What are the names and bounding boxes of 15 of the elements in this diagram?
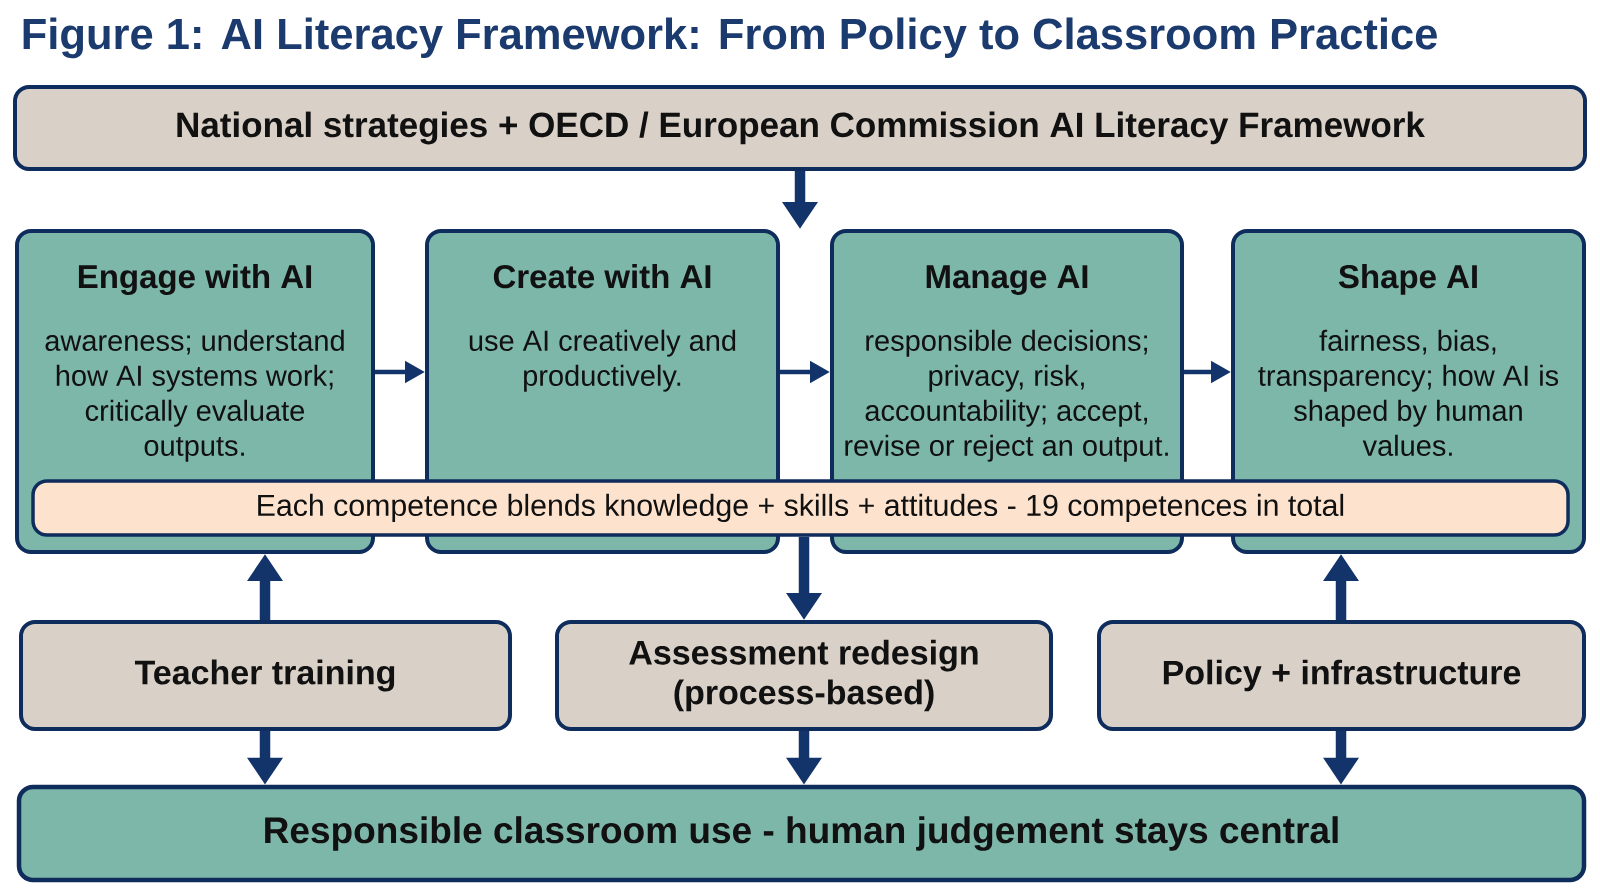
box-heading: Manage AI xyxy=(926,265,1088,295)
box-description: use AI creatively and productively. xyxy=(469,329,736,392)
box-description: fairness, bias, transparency; how AI is shaped by human values. xyxy=(1258,329,1559,456)
outcome-box: Responsible classroom use - human judgement stays central xyxy=(16,784,1587,883)
competence-band: Each competence blends knowledge + skills + attitudes - 19 competences in total xyxy=(31,479,1570,537)
support-box: Teacher training xyxy=(19,620,512,731)
support-box: Assessment redesign (process-based) xyxy=(555,620,1053,731)
box-description: responsible decisions; privacy, risk, accountability; accept, revise or reject an output. xyxy=(845,329,1168,462)
support-box: Policy + infrastructure xyxy=(1097,620,1586,731)
box-heading: Shape AI xyxy=(1338,264,1477,295)
framework-box: National strategies + OECD / European Commission AI Literacy Framework xyxy=(13,85,1587,171)
figure-title: Figure 1: AI Literacy Framework: From Policy to Classroom Practice xyxy=(23,17,1437,59)
box-description: awareness; understand how AI systems work; critically evaluate outputs. xyxy=(45,329,344,462)
box-heading: Engage with AI xyxy=(78,264,312,295)
box-heading: Create with AI xyxy=(493,264,711,289)
